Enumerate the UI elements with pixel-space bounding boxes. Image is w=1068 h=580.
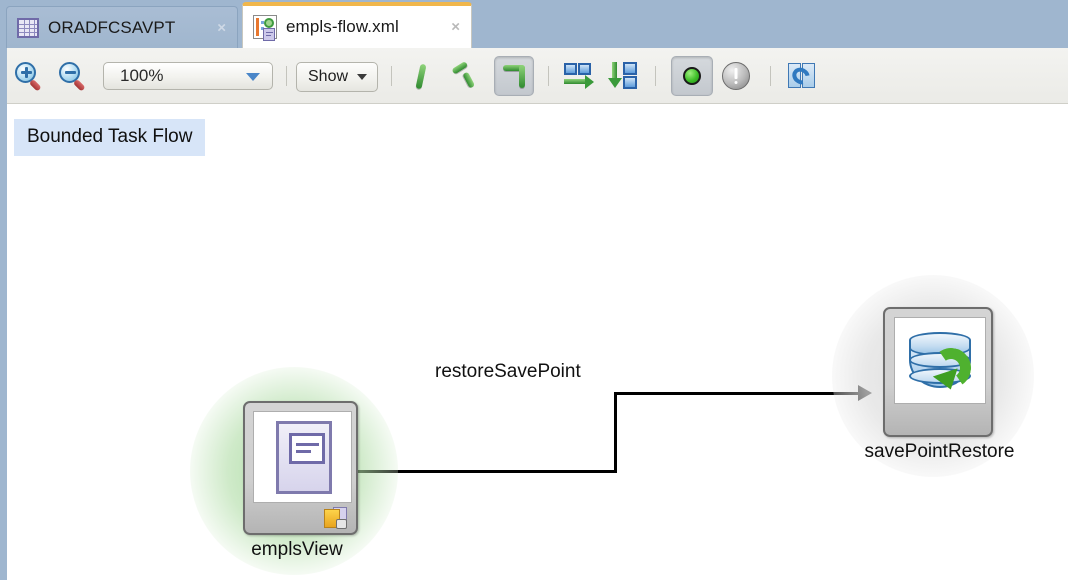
route-polyline-icon <box>450 60 480 91</box>
toolbar-separator <box>391 66 392 86</box>
diagram-toolbar: 100% Show <box>0 48 1068 104</box>
route-straight-button[interactable] <box>406 48 436 103</box>
zoom-level-combobox[interactable]: 100% <box>103 62 273 90</box>
tab-oradfcsavpt-label: ORADFCSAVPT <box>48 17 176 37</box>
align-vertical-icon <box>606 61 640 91</box>
route-straight-icon <box>406 61 436 91</box>
edge-label-restoresavepoint: restoreSavePoint <box>435 361 581 382</box>
chevron-down-icon[interactable] <box>246 73 260 81</box>
route-orthogonal-button[interactable] <box>494 56 534 96</box>
node-emplsview-box[interactable] <box>243 401 358 535</box>
database-restore-icon <box>909 332 975 394</box>
align-horizontal-icon <box>562 61 596 91</box>
grid-icon <box>17 17 39 38</box>
green-dot-icon <box>683 67 701 85</box>
align-vertical-button[interactable] <box>606 48 640 103</box>
toolbar-separator <box>655 66 656 86</box>
left-edge-strip <box>0 48 7 580</box>
zoom-out-icon <box>58 61 88 92</box>
bounded-task-flow-label: Bounded Task Flow <box>14 119 206 156</box>
align-horizontal-button[interactable] <box>562 48 596 103</box>
warning-button[interactable] <box>722 48 750 103</box>
tab-empls-flow-xml[interactable]: empls-flow.xml × <box>242 2 472 48</box>
route-polyline-button[interactable] <box>450 48 480 103</box>
node-emplsview-label: emplsView <box>251 539 343 560</box>
refresh-button[interactable] <box>786 48 816 103</box>
chevron-down-icon <box>357 74 368 80</box>
toolbar-separator <box>770 66 771 86</box>
node-savepointrestore-label: savePointRestore <box>864 441 1015 462</box>
close-icon[interactable]: × <box>451 18 460 36</box>
show-menu-button[interactable]: Show <box>296 62 379 92</box>
view-page-icon <box>276 421 332 494</box>
tab-empls-flow-xml-label: empls-flow.xml <box>286 17 399 36</box>
node-savepointrestore-box[interactable] <box>883 307 993 437</box>
warning-icon <box>722 61 750 90</box>
zoom-in-icon <box>14 61 44 92</box>
node-savepointrestore-inner-panel <box>894 317 986 404</box>
node-emplsview-inner-panel <box>253 411 352 503</box>
zoom-level-value: 100% <box>120 66 164 85</box>
toolbar-separator <box>548 66 549 86</box>
close-icon[interactable]: × <box>217 19 226 36</box>
show-menu-label: Show <box>308 68 349 85</box>
node-emplsview[interactable]: emplsView <box>190 367 404 577</box>
tab-oradfcsavpt[interactable]: ORADFCSAVPT × <box>6 6 238 48</box>
zoom-in-button[interactable] <box>14 48 44 103</box>
folder-lock-icon <box>324 507 350 531</box>
toolbar-separator <box>286 66 287 86</box>
zoom-out-button[interactable] <box>58 48 88 103</box>
status-dot-button[interactable] <box>671 56 713 96</box>
flow-xml-icon <box>253 15 277 41</box>
refresh-icon <box>786 62 816 90</box>
edge-segment-horizontal-upper <box>614 392 863 395</box>
flow-diagram-canvas[interactable]: Bounded Task Flow restoreSavePoint <box>7 104 1068 580</box>
route-orthogonal-icon <box>499 61 529 91</box>
edge-segment-horizontal-lower <box>355 470 617 473</box>
tab-bar: ORADFCSAVPT × empls-flow.xml × <box>0 0 1068 48</box>
edge-segment-vertical <box>614 392 617 473</box>
node-savepointrestore[interactable]: savePointRestore <box>827 275 1052 487</box>
